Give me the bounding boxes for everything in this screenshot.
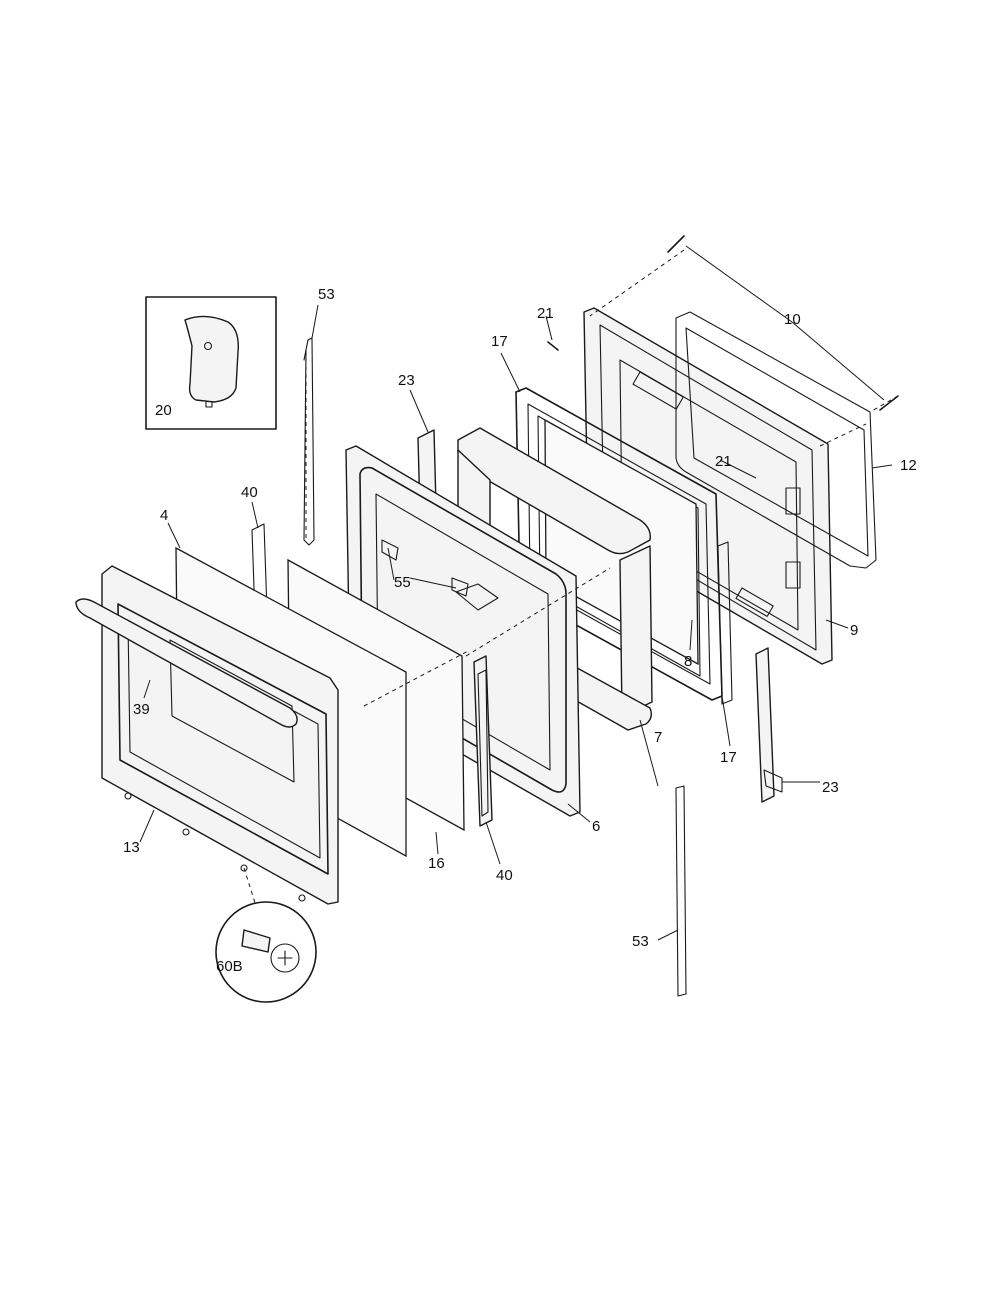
label-16: 16 [428,855,445,872]
part-21-screw-top [547,341,559,351]
leader-lines [139,245,893,941]
label-6: 6 [592,818,600,835]
label-23-top: 23 [398,372,415,389]
label-12: 12 [900,457,917,474]
label-10: 10 [784,311,801,328]
part-55-clips [381,539,469,597]
label-21-mid: 21 [715,453,732,470]
label-23-bot: 23 [822,779,839,796]
label-40-bot: 40 [496,867,513,884]
label-17-top: 17 [491,333,508,350]
part-17-bottom-strip [717,541,733,705]
label-55: 55 [394,574,411,591]
label-21-top: 21 [537,305,554,322]
label-20: 20 [155,402,172,419]
inset-box-part-20 [145,296,277,430]
label-39: 39 [133,701,150,718]
label-4: 4 [160,507,168,524]
label-60b: 60B [216,958,243,975]
part-39-handle [75,598,298,728]
part-23-bottom-hinge [755,647,783,803]
label-9: 9 [850,622,858,639]
part-53-bottom-strip [675,785,687,997]
label-53-bot: 53 [632,933,649,950]
part-12-gasket [675,311,877,589]
label-13: 13 [123,839,140,856]
label-17-bot: 17 [720,749,737,766]
label-7: 7 [654,729,662,746]
part-40-bottom-strip [473,655,493,827]
label-8: 8 [684,653,692,670]
label-40-top: 40 [241,484,258,501]
label-53-top: 53 [318,286,335,303]
part-10-rods [667,235,899,411]
door-screws [124,792,306,902]
part-60b-screw-detail [215,901,317,1003]
alignment-lines [243,249,899,907]
